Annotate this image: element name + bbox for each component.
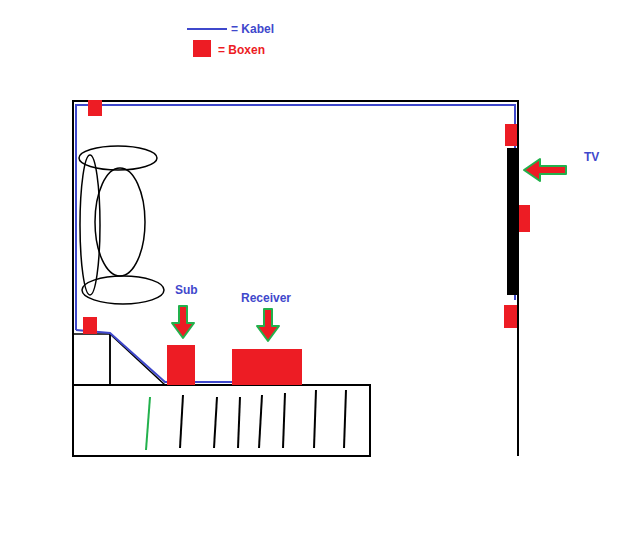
legend-text: = Kabel	[231, 23, 274, 35]
tv-screen	[507, 148, 517, 295]
room-walls	[72, 100, 518, 456]
legend-text: = Boxen	[218, 44, 265, 56]
part-label: TV	[584, 151, 599, 163]
pointer-arrow	[172, 159, 566, 341]
subwoofer	[167, 345, 195, 385]
stairs	[73, 385, 370, 456]
cable	[76, 105, 515, 382]
speaker	[83, 100, 530, 334]
receiver	[232, 349, 302, 385]
part-label: Sub	[175, 284, 198, 296]
table-chairs	[79, 146, 164, 304]
legend-swatch	[193, 40, 211, 57]
stair-mark	[146, 397, 150, 450]
part-label: Receiver	[241, 292, 291, 304]
cable-sample	[187, 28, 227, 30]
